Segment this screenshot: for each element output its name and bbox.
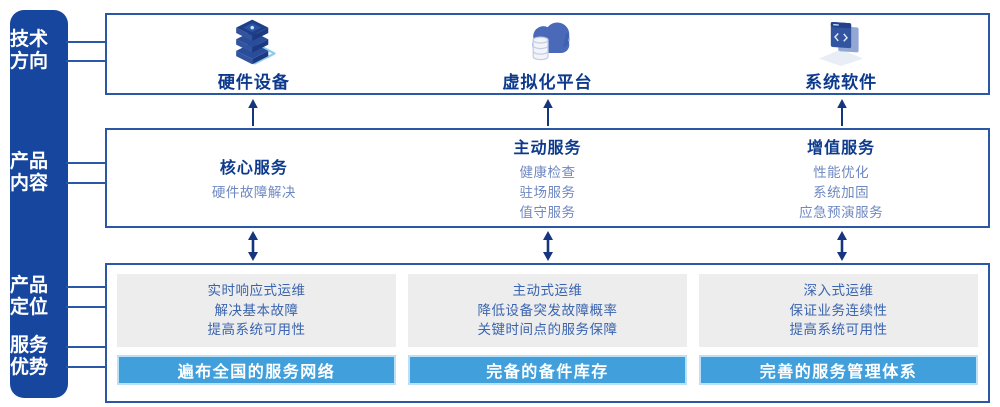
connector-line [66, 162, 105, 164]
positioning-panel: 深入式运维 保证业务连续性 提高系统可用性 [699, 274, 978, 347]
up-arrow [248, 99, 258, 126]
double-arrow [543, 231, 553, 261]
sidebar-label-line: 产品 [9, 275, 48, 296]
sidebar-label-service-advantage: 服务 优势 [0, 335, 58, 379]
sidebar-label-line: 技术 [9, 29, 48, 50]
software-window-icon [813, 15, 869, 66]
sidebar-label-line: 产品 [9, 151, 48, 172]
tech-direction-box: 硬件设备 虚 [105, 13, 990, 95]
tech-cell-virtualization: 虚拟化平台 [401, 15, 695, 93]
connector-line [66, 41, 105, 43]
positioning-line: 深入式运维 [803, 283, 874, 299]
positioning-panel: 主动式运维 降低设备突发故障概率 关键时间点的服务保障 [408, 274, 687, 347]
positioning-line: 关键时间点的服务保障 [477, 322, 618, 338]
service-column-proactive: 主动服务 健康检查 驻场服务 值守服务 [401, 130, 695, 226]
service-item: 驻场服务 [519, 184, 576, 200]
positioning-column-indepth: 深入式运维 保证业务连续性 提高系统可用性 完善的服务管理体系 [699, 274, 978, 401]
service-item: 性能优化 [813, 164, 870, 180]
service-item: 值守服务 [519, 204, 576, 220]
double-arrow [248, 231, 258, 261]
sidebar [10, 10, 68, 398]
service-item: 健康检查 [519, 164, 576, 180]
service-title: 增值服务 [807, 139, 876, 157]
tech-cell-system-software: 系统软件 [694, 15, 988, 93]
positioning-line: 主动式运维 [512, 283, 583, 299]
connector-line [66, 182, 105, 184]
cloud-database-icon [520, 15, 576, 66]
connector-line [66, 60, 105, 62]
sidebar-label-line: 方向 [9, 51, 48, 72]
connector-line [66, 366, 105, 368]
sidebar-label-line: 内容 [9, 173, 48, 194]
service-item: 应急预演服务 [799, 204, 884, 220]
up-arrow [543, 99, 553, 126]
positioning-line: 保证业务连续性 [789, 302, 888, 318]
sidebar-label-line: 服务 [9, 335, 48, 356]
sidebar-label-tech-direction: 技术 方向 [0, 29, 58, 73]
service-column-core: 核心服务 硬件故障解决 [107, 130, 401, 226]
positioning-line: 提高系统可用性 [207, 322, 306, 338]
positioning-advantage-box: 实时响应式运维 解决基本故障 提高系统可用性 遍布全国的服务网络 主动式运维 降… [105, 263, 990, 403]
connector-line [66, 286, 105, 288]
tech-label: 硬件设备 [217, 73, 290, 92]
service-item: 硬件故障解决 [211, 184, 296, 200]
sidebar-label-line: 定位 [9, 297, 48, 318]
sidebar-label-line: 优势 [9, 357, 48, 378]
double-arrow [837, 231, 847, 261]
tech-label: 系统软件 [805, 73, 878, 92]
connector-line [66, 306, 105, 308]
tech-cell-hardware: 硬件设备 [107, 15, 401, 93]
positioning-column-realtime: 实时响应式运维 解决基本故障 提高系统可用性 遍布全国的服务网络 [117, 274, 396, 401]
service-title: 主动服务 [513, 139, 582, 157]
advantage-bar: 完善的服务管理体系 [699, 355, 978, 385]
tech-label: 虚拟化平台 [502, 73, 593, 92]
positioning-line: 解决基本故障 [214, 302, 299, 318]
product-content-box: 核心服务 硬件故障解决 主动服务 健康检查 驻场服务 值守服务 增值服务 性能优… [105, 128, 990, 228]
service-title: 核心服务 [219, 159, 288, 177]
service-item: 系统加固 [813, 184, 870, 200]
advantage-bar: 遍布全国的服务网络 [117, 355, 396, 385]
up-arrow [837, 99, 847, 126]
advantage-bar: 完备的备件库存 [408, 355, 687, 385]
positioning-line: 降低设备突发故障概率 [477, 302, 618, 318]
positioning-line: 提高系统可用性 [789, 322, 888, 338]
positioning-panel: 实时响应式运维 解决基本故障 提高系统可用性 [117, 274, 396, 347]
connector-line [66, 346, 105, 348]
positioning-line: 实时响应式运维 [207, 283, 306, 299]
server-stack-icon [227, 15, 281, 66]
service-column-value-added: 增值服务 性能优化 系统加固 应急预演服务 [694, 130, 988, 226]
sidebar-label-product-content: 产品 内容 [0, 151, 58, 195]
sidebar-label-product-positioning: 产品 定位 [0, 275, 58, 319]
positioning-column-proactive: 主动式运维 降低设备突发故障概率 关键时间点的服务保障 完备的备件库存 [408, 274, 687, 401]
